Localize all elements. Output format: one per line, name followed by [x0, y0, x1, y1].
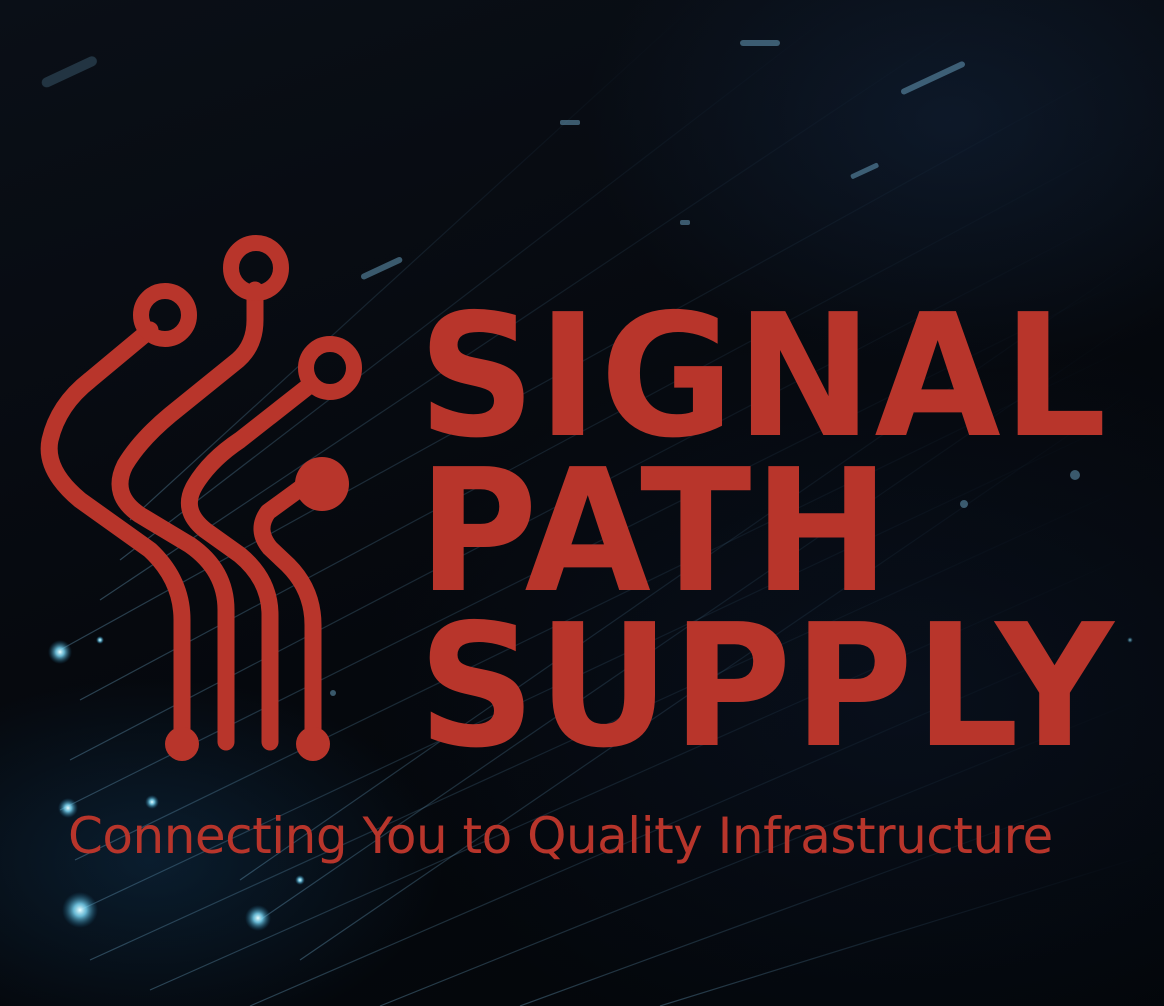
brand-line-path: PATH [418, 433, 892, 631]
circuit-traces-icon [40, 235, 362, 761]
brand-line-signal: SIGNAL [418, 278, 1109, 476]
brand-wordmark: SIGNAL PATH SUPPLY [418, 278, 1138, 786]
brand-tagline: Connecting You to Quality Infrastructure [68, 807, 1053, 865]
brand-line-supply: SUPPLY [418, 588, 1116, 786]
